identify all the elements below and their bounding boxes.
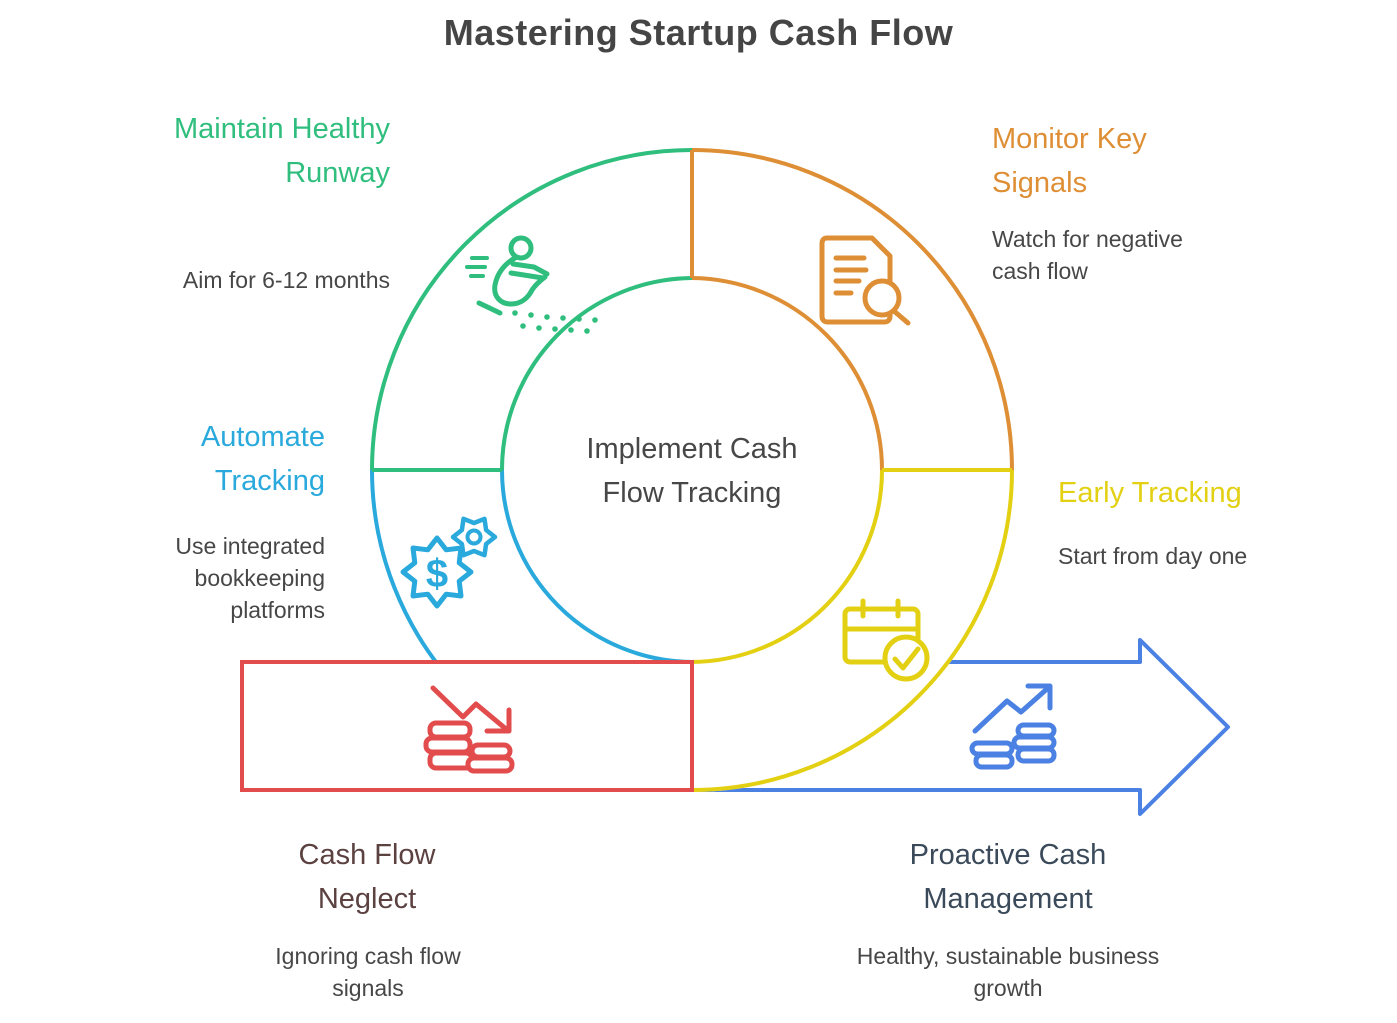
growth-arrowhead xyxy=(1025,683,1053,711)
label-early-tracking: Early Tracking xyxy=(1058,472,1348,516)
check-mark xyxy=(892,646,921,671)
section-description: Healthy, sustainable business growth xyxy=(856,943,1160,1002)
section-description: Aim for 6-12 months xyxy=(182,267,390,293)
document-search-icon xyxy=(819,235,911,326)
section-heading: Cash Flow Neglect xyxy=(298,839,436,915)
declining-chart-coins-icon xyxy=(423,685,515,774)
coin-stacks-declining xyxy=(423,720,515,774)
gears-dollar-icon: $ xyxy=(400,516,498,609)
section-description: Start from day one xyxy=(1058,543,1248,569)
label-cash-flow-neglect: Cash Flow Neglect xyxy=(257,834,477,921)
label-proactive-cash-management: Proactive Cash Management xyxy=(858,834,1158,921)
segment-monitor-inner-arc xyxy=(691,276,884,471)
declining-line xyxy=(430,685,509,732)
section-description: Ignoring cash flow signals xyxy=(275,943,461,1002)
label-automate-tracking: Automate Tracking xyxy=(145,416,325,503)
section-heading: Maintain Healthy Runway xyxy=(174,113,390,189)
runner-arm-upper xyxy=(510,261,550,277)
segment-automate-inner-arc xyxy=(500,469,693,664)
section-heading: Monitor Key Signals xyxy=(992,123,1147,199)
runner-head xyxy=(508,235,534,261)
growth-chart-coins-icon xyxy=(969,683,1057,770)
declining-arrowhead xyxy=(484,707,512,734)
big-gear xyxy=(400,535,474,609)
segment-early-outer-arc xyxy=(691,469,1014,792)
segment-maintain-inner-arc xyxy=(500,276,693,471)
runner-arm-lower xyxy=(508,270,546,281)
runner-body xyxy=(492,255,548,307)
center-label: Implement Cash Flow Tracking xyxy=(586,433,798,509)
runner-icon xyxy=(465,235,598,334)
runner-speed-lines xyxy=(465,256,489,278)
label-maintain-healthy-runway: Maintain Healthy Runway xyxy=(170,108,390,195)
dollar-glyph: $ xyxy=(426,552,448,596)
magnifier-lens xyxy=(862,278,902,318)
coin-stacks-growth xyxy=(969,722,1057,770)
check-circle xyxy=(882,634,930,682)
section-heading: Early Tracking xyxy=(1058,477,1242,509)
runner-ground-line xyxy=(476,300,503,316)
section-heading: Proactive Cash Management xyxy=(909,839,1107,915)
section-description: Use integrated bookkeeping platforms xyxy=(175,533,325,624)
calendar-check-icon xyxy=(842,598,930,682)
small-gear-hole xyxy=(465,528,483,546)
label-monitor-key-signals: Monitor Key Signals Watch for negative c… xyxy=(992,118,1222,287)
segment-maintain-outer-arc xyxy=(370,148,693,471)
segment-monitor-outer-arc xyxy=(691,148,1014,471)
section-description: Watch for negative cash flow xyxy=(992,226,1183,285)
runner-dots xyxy=(512,310,598,334)
section-heading: Automate Tracking xyxy=(200,421,325,497)
segment-early-inner-arc xyxy=(691,469,884,664)
calendar-tabs xyxy=(860,598,901,619)
document-lines xyxy=(833,255,869,296)
growth-line xyxy=(972,685,1051,734)
page-title: Mastering Startup Cash Flow xyxy=(443,12,954,53)
magnifier-handle xyxy=(891,308,911,326)
